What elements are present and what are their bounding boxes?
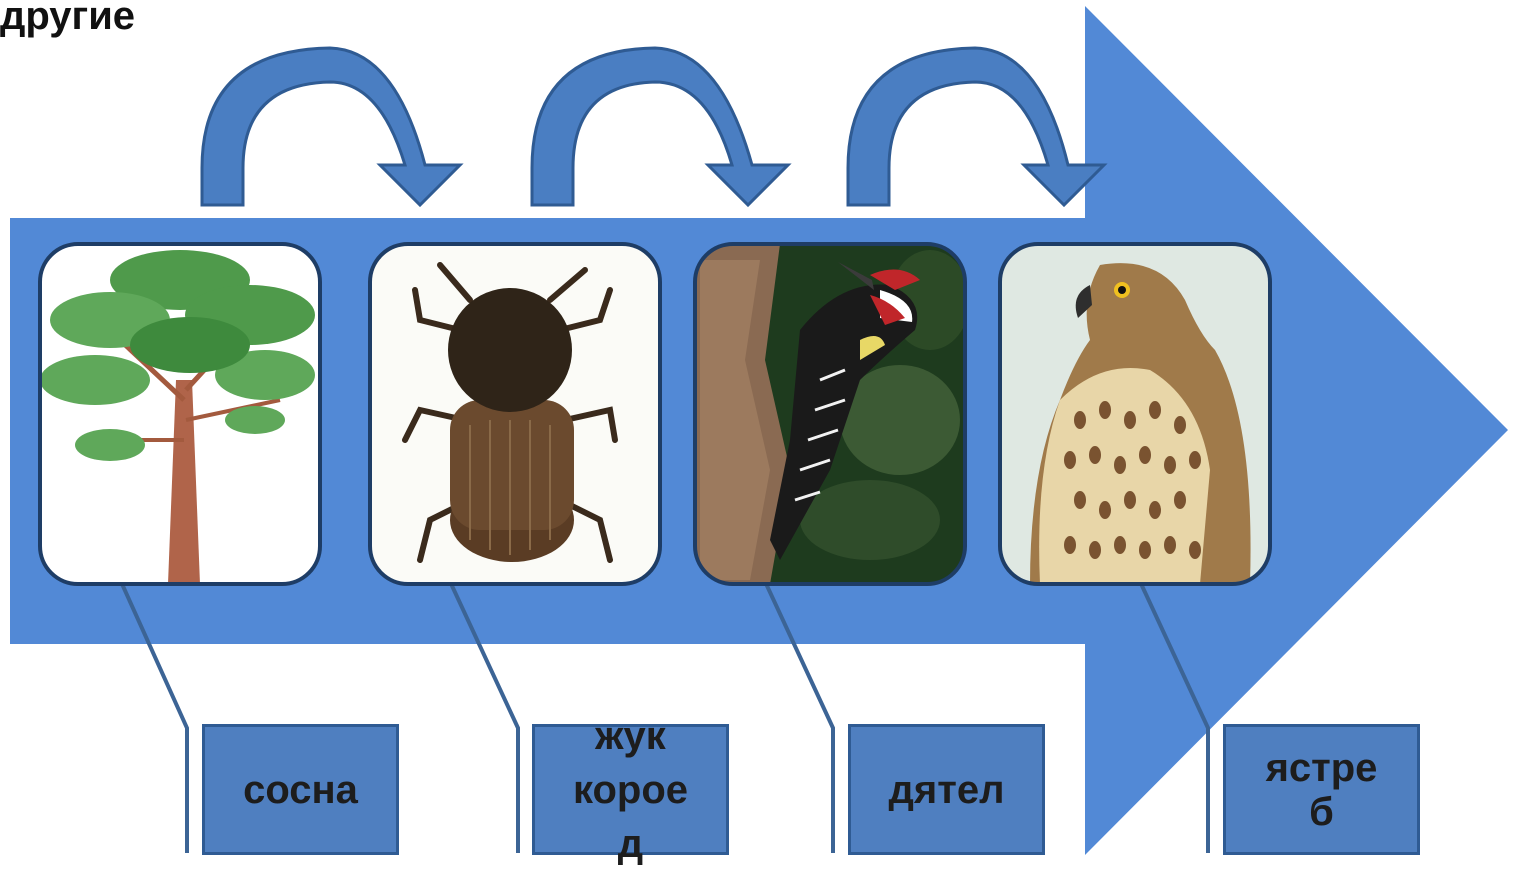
bark-beetle-card bbox=[370, 244, 660, 584]
label-hawk: ястре б bbox=[1223, 724, 1420, 855]
label-bark-beetle: жук корое д bbox=[532, 724, 729, 855]
pine-tree-image bbox=[40, 244, 320, 584]
hawk-image bbox=[1000, 244, 1270, 584]
woodpecker-card bbox=[695, 244, 970, 584]
woodpecker-image bbox=[695, 244, 970, 584]
curved-arrow-3 bbox=[848, 48, 1104, 205]
label-woodpecker: дятел bbox=[848, 724, 1045, 855]
hawk-card bbox=[1000, 244, 1270, 584]
pine-tree-card bbox=[40, 244, 320, 584]
bark-beetle-image bbox=[370, 244, 660, 584]
label-pine: сосна bbox=[202, 724, 399, 855]
curved-arrow-1 bbox=[202, 48, 460, 205]
curved-arrow-2 bbox=[532, 48, 788, 205]
